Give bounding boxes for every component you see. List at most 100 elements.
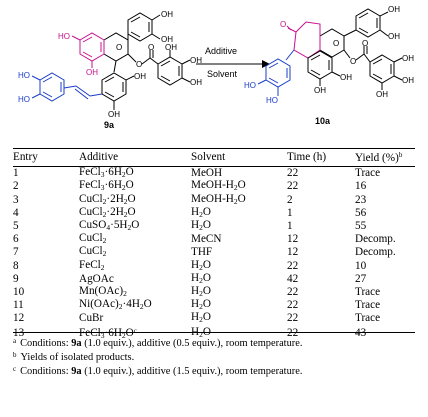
compound-10a-label: 10a [315,116,331,126]
oh-label: OH [376,90,388,99]
header-entry: Entry [13,150,38,163]
yield-cell: Trace [355,286,381,299]
additive-cell: CuCl2·2H2O [79,205,136,219]
footnote-text: Conditions: [20,366,72,377]
additive-cell: FeCl3·6H2Oc [79,326,137,340]
entry-cell: 7 [13,246,19,259]
footnote-mark: b [13,351,17,359]
header-yield-label: Yield (%) [355,152,399,164]
yield-cell: 56 [355,206,367,219]
o-label: O [362,39,369,48]
additive-cell: CuBr [79,312,104,325]
solvent-cell: H2O [191,258,211,272]
o-label: O [280,20,287,29]
footnote-mark: a [13,337,17,345]
additive-cell: FeCl3·6H2O [79,166,134,180]
additive-footnote-mark: c [133,326,137,335]
additive-cell: FeCl2 [79,258,105,272]
time-cell: 12 [287,246,299,259]
entry-cell: 3 [13,193,19,206]
oh-label: OH [388,32,400,41]
header-rule [13,166,415,167]
reaction-scheme [31,8,403,110]
solvent-cell: H2O [191,311,211,325]
footnote-text: (1.0 equiv.), additive (0.5 equiv.), roo… [81,338,303,349]
ho-label: HO [244,81,256,90]
yield-cell: 10 [355,259,367,272]
time-cell: 12 [287,233,299,246]
oh-label: OH [190,56,202,65]
solvent-cell: H2O [191,285,211,299]
entry-cell: 9 [13,272,19,285]
yield-cell: 55 [355,220,367,233]
solvent-cell: MeOH-H2O [191,192,246,206]
footnote-text: (1.0 equiv.), additive (1.5 equiv.), roo… [81,366,303,377]
entry-cell: 13 [13,326,25,339]
yield-cell: 16 [355,180,367,193]
yield-cell: Trace [355,167,381,180]
results-table: Entry Additive Solvent Time (h) Yield (%… [13,150,415,341]
o-label: O [148,43,155,52]
time-cell: 2 [287,193,293,206]
additive-cell: Mn(OAc)2 [79,285,127,299]
header-time: Time (h) [287,150,327,163]
oh-label: OH [388,5,400,14]
oh-label: OH [134,72,146,81]
entry-cell: 1 [13,167,19,180]
starting-material-structure [31,12,191,110]
product-structure [257,8,403,96]
solvent-cell: H2O [191,325,211,339]
oh-label: OH [161,35,173,44]
oh-label: OH [402,76,414,85]
ho-label: HO [266,96,278,105]
additive-cell: AgOAc [79,272,114,285]
solvent-cell: H2O [191,271,211,285]
solvent-cell: H2O [191,298,211,312]
compound-ref: 9a [71,338,82,349]
o-label: O [136,60,143,69]
time-cell: 1 [287,220,293,233]
footnote-text: Conditions: [20,338,72,349]
yield-cell: 23 [355,193,367,206]
table-header-row: Entry Additive Solvent Time (h) Yield (%… [13,150,415,167]
entry-cell: 10 [13,286,25,299]
reaction-arrow [196,60,270,68]
time-cell: 1 [287,206,293,219]
footnote-mark: c [13,365,17,373]
additive-label: Additive [205,46,238,56]
o-label: O [350,57,357,66]
entry-cell: 4 [13,206,19,219]
o-label: O [116,43,123,52]
solvent-cell: H2O [191,205,211,219]
yield-cell: Trace [355,312,381,325]
time-cell: 22 [287,299,299,312]
table-bottom-rule [13,332,415,333]
additive-cell: Ni(OAc)2·4H2O [79,298,152,312]
yield-cell: Trace [355,299,381,312]
o-label: O [333,39,340,48]
time-cell: 22 [287,180,299,193]
time-cell: 22 [287,259,299,272]
additive-cell: CuCl2·2H2O [79,192,136,206]
time-cell: 22 [287,286,299,299]
footnote-text: Yields of isolated products. [20,352,135,363]
oh-label: OH [108,110,120,119]
entry-cell: 12 [13,312,25,325]
solvent-cell: H2O [191,219,211,233]
yield-cell: Decomp. [355,233,396,246]
header-additive: Additive [79,150,119,163]
oh-label: OH [161,10,173,19]
yield-cell: 43 [355,326,367,339]
entry-cell: 11 [13,299,24,312]
